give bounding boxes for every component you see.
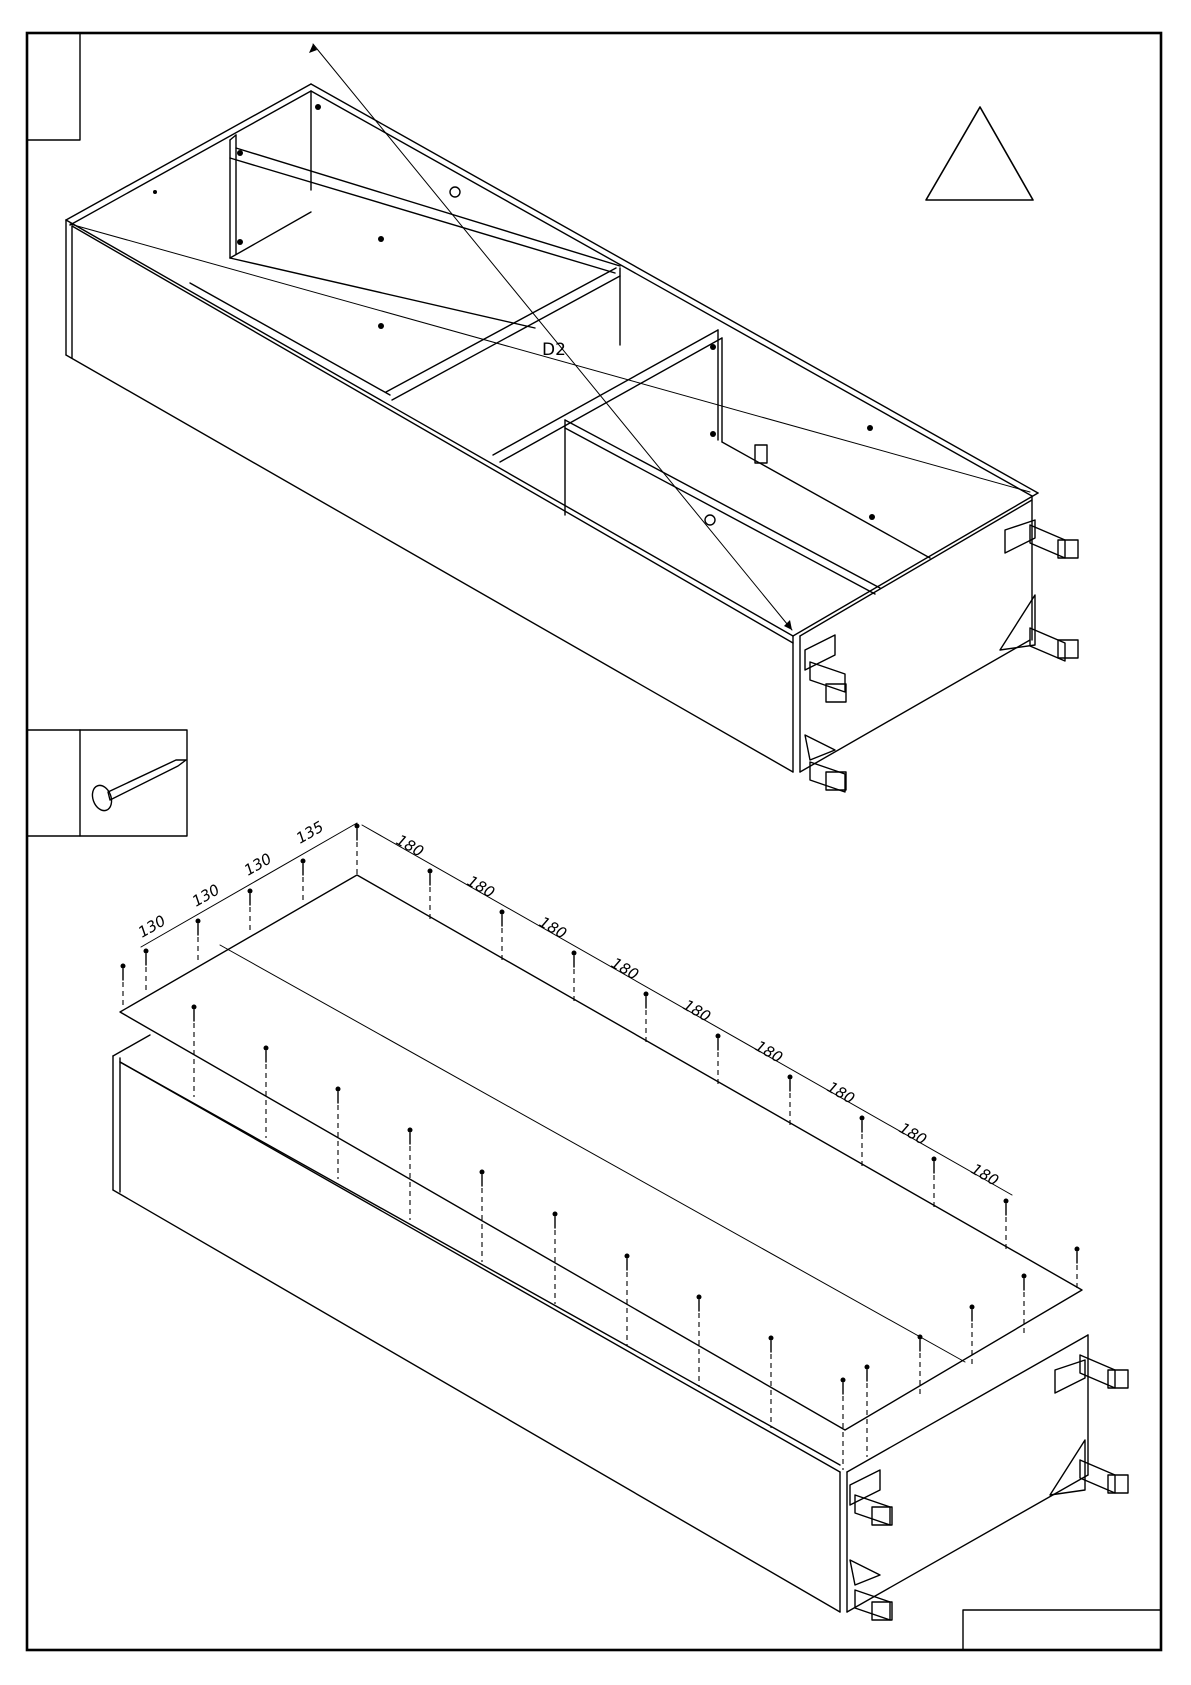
leg-group-bottom — [850, 1355, 1128, 1620]
nail-marker — [970, 1305, 975, 1368]
nail-marker — [500, 910, 505, 963]
dimension-label: 180 — [896, 1119, 930, 1149]
nail-marker — [932, 1157, 937, 1210]
nail-marker — [480, 1170, 485, 1263]
hardware-callout-box — [27, 730, 187, 836]
nail-marker — [860, 1116, 865, 1169]
nail-marker — [1022, 1274, 1027, 1337]
nail-marker — [121, 964, 126, 1007]
nail-marker — [769, 1336, 774, 1429]
nail-marker — [841, 1378, 846, 1471]
nail-marker — [301, 859, 306, 902]
nail-marker — [428, 869, 433, 922]
dimension-label: 180 — [536, 913, 570, 943]
dimension-label: 130 — [241, 850, 275, 880]
nail-marker — [644, 992, 649, 1045]
step-number-box — [27, 33, 80, 140]
dimension-label: 180 — [680, 996, 714, 1026]
nail-marker — [572, 951, 577, 1004]
nail-marker — [625, 1254, 630, 1347]
nail-markers — [121, 824, 1080, 1471]
nail-marker — [697, 1295, 702, 1388]
nail-marker — [248, 889, 253, 932]
page-frame — [27, 33, 1161, 1650]
dimension-label: 180 — [608, 954, 642, 984]
nail-marker — [336, 1087, 341, 1180]
dimension-label: 130 — [135, 912, 169, 942]
nail-marker — [1004, 1199, 1009, 1252]
nail-marker — [192, 1005, 197, 1098]
nail-marker — [408, 1128, 413, 1221]
dimension-label: 180 — [968, 1160, 1002, 1190]
top-carcass-drawing: D2 — [66, 44, 1078, 792]
nail-marker — [865, 1365, 870, 1458]
nail-marker — [144, 949, 149, 992]
nail-marker — [196, 919, 201, 962]
leg-group-top — [805, 520, 1078, 792]
nail-icon — [89, 760, 186, 813]
warning-triangle-icon — [926, 107, 1033, 200]
title-block — [963, 1610, 1161, 1650]
part-label-d2: D2 — [542, 340, 566, 360]
nail-marker — [355, 824, 360, 877]
nail-marker — [264, 1046, 269, 1139]
nail-marker — [716, 1034, 721, 1087]
dimension-label: 180 — [824, 1078, 858, 1108]
nail-marker — [918, 1335, 923, 1398]
dimension-label: 130 — [189, 881, 223, 911]
dimension-label: 180 — [752, 1037, 786, 1067]
nail-marker — [788, 1075, 793, 1128]
dimension-label: 180 — [464, 872, 498, 902]
nail-marker — [553, 1212, 558, 1305]
nail-marker — [1075, 1247, 1080, 1290]
